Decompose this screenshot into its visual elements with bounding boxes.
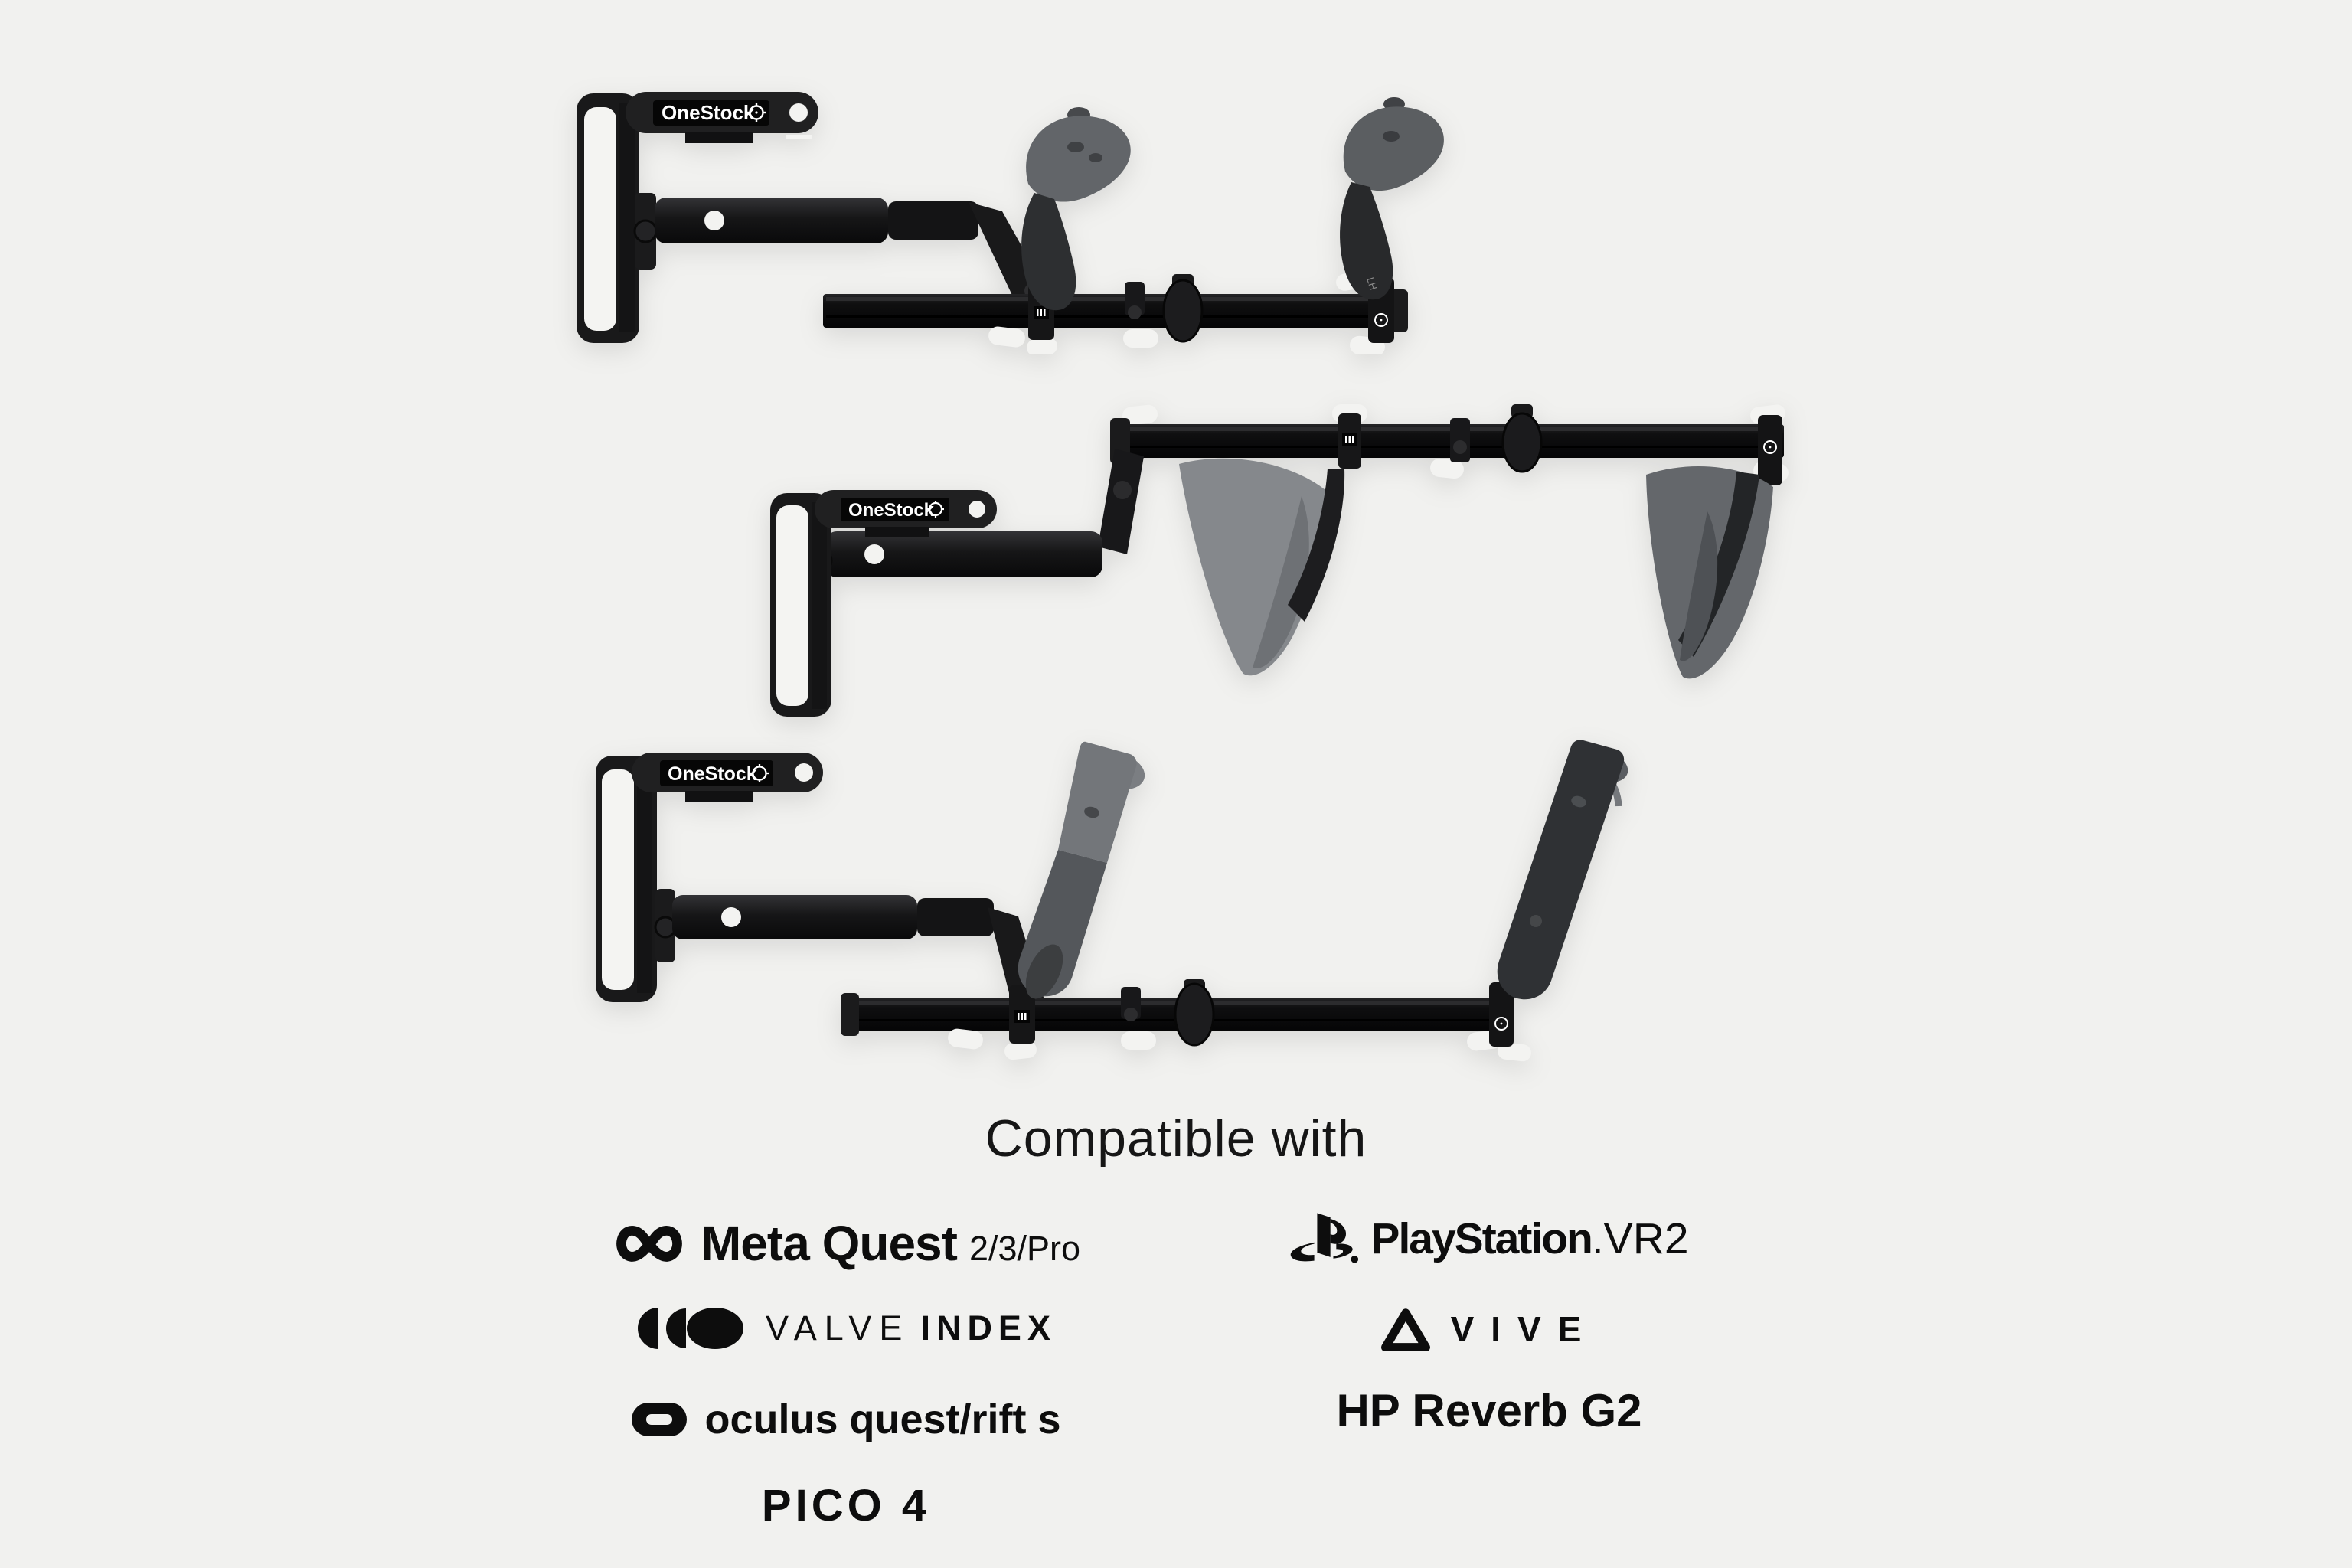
brand-vive: VIVE xyxy=(1095,1297,1883,1361)
vive-logo-icon xyxy=(1380,1308,1430,1351)
rail-clamp-mid xyxy=(1450,418,1470,462)
vr-controller-left xyxy=(1021,107,1131,311)
brand-oculus-label: oculus quest/rift s xyxy=(704,1396,1061,1442)
crosshair-icon xyxy=(1763,440,1777,454)
compatibility-heading: Compatible with xyxy=(985,1109,1367,1168)
brand-plate: OneStock xyxy=(632,753,823,802)
brand-playstation-label: PlayStation xyxy=(1370,1214,1592,1263)
brand-meta-quest: Meta Quest 2/3/Pro xyxy=(452,1208,1240,1279)
rail-clamp-left xyxy=(1009,985,1035,1044)
plate-hole xyxy=(789,103,808,122)
rail-clamp-mid xyxy=(1125,282,1145,319)
product-render-middle: OneStock xyxy=(770,404,1788,717)
brand-plate: OneStock xyxy=(626,92,818,143)
onestock-mark-icon xyxy=(1014,1010,1030,1023)
brand-vive-label: VIVE xyxy=(1450,1309,1599,1349)
vr-controller-right xyxy=(1497,740,1628,1000)
onestock-mark-icon xyxy=(1342,433,1357,446)
shoulder-stock xyxy=(770,493,831,717)
brand-hp-reverb: HP Reverb G2 xyxy=(1095,1377,1883,1444)
stock-tube xyxy=(633,193,978,270)
rail-clamp-right xyxy=(1489,982,1514,1047)
mount-marking: LH xyxy=(1364,276,1379,291)
playstation-logo-icon xyxy=(1291,1213,1359,1263)
rail-clamp-right xyxy=(1758,415,1782,485)
brand-playstation-models: .VR2 xyxy=(1591,1214,1689,1263)
brand-hp-reverb-label: HP Reverb G2 xyxy=(1336,1384,1642,1436)
brand-valve-models: INDEX xyxy=(920,1308,1057,1348)
rail-clamp-mid xyxy=(1121,987,1141,1021)
rail-adjuster xyxy=(1174,979,1215,1047)
rail-adjuster xyxy=(1162,274,1204,343)
brand-oculus: oculus quest/rift s xyxy=(452,1387,1240,1452)
brand-pico4-label: PICO 4 xyxy=(761,1480,931,1530)
onestock-mark-icon xyxy=(1034,306,1049,319)
crosshair-icon xyxy=(750,764,769,782)
brand-plate-label: OneStock xyxy=(848,500,935,521)
crosshair-icon xyxy=(747,103,766,122)
vr-controller-right xyxy=(1646,466,1773,679)
rail-clamp-left xyxy=(1338,413,1361,469)
vr-controller-left xyxy=(1179,458,1345,676)
rail-adjuster xyxy=(1501,404,1543,473)
vr-controller-left xyxy=(1018,741,1145,999)
product-render-bottom: OneStock xyxy=(596,740,1628,1062)
shoulder-stock xyxy=(577,93,639,343)
valve-logo-icon xyxy=(638,1308,744,1349)
product-render-top: OneStock xyxy=(577,92,1444,354)
brand-valve-label: VALVE xyxy=(766,1308,910,1348)
oculus-logo-icon xyxy=(632,1403,688,1436)
brand-plate-label: OneStock xyxy=(662,101,755,124)
brand-valve-index: VALVE INDEX xyxy=(452,1295,1240,1361)
stock-tube xyxy=(810,525,1102,596)
crosshair-icon xyxy=(1494,1017,1508,1031)
elbow-arm xyxy=(1098,449,1144,554)
shoulder-stock xyxy=(596,756,657,1002)
crosshair-icon xyxy=(927,501,944,518)
brand-meta-quest-label: Meta Quest xyxy=(700,1216,958,1271)
mount-rail xyxy=(1110,418,1784,464)
meta-logo-icon xyxy=(616,1225,682,1262)
crosshair-icon xyxy=(1374,313,1388,327)
brand-plate-label: OneStock xyxy=(668,763,757,785)
vr-controller-right: LH xyxy=(1340,97,1444,300)
brand-playstation-vr2: PlayStation .VR2 xyxy=(1095,1202,1883,1276)
brand-plate: OneStock xyxy=(815,490,997,537)
stock-tube xyxy=(654,889,994,962)
mount-rail xyxy=(823,289,1408,332)
brand-pico4: PICO 4 xyxy=(452,1473,1240,1537)
brand-meta-quest-models: 2/3/Pro xyxy=(969,1229,1081,1268)
